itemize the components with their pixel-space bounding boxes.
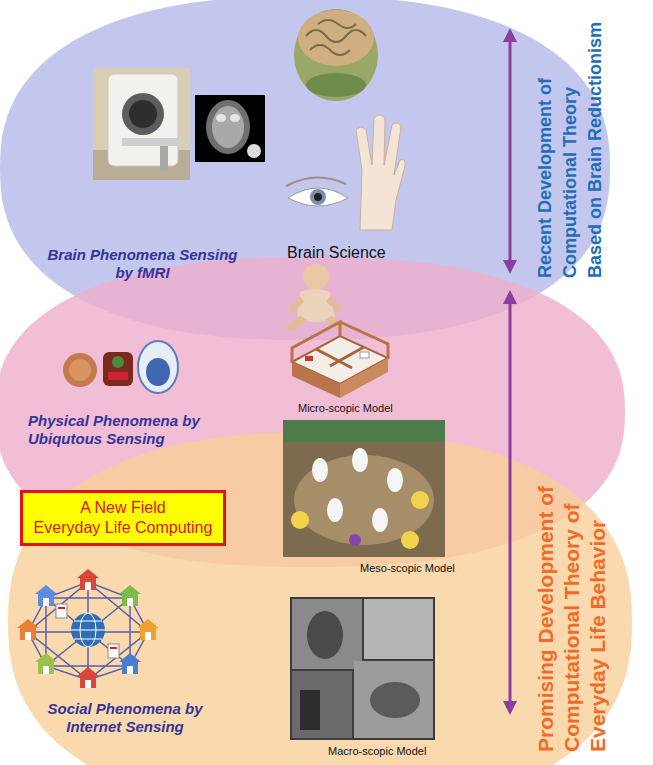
double-arrow: [503, 28, 517, 715]
model-caption: Macro-scopic Model: [328, 745, 426, 758]
highlight-box: A New Field Everyday Life Computing: [20, 490, 226, 546]
sensing-label: Brain Phenomena Sensing by fMRI: [40, 246, 245, 282]
ellipse-fill: [8, 432, 632, 765]
model-caption: Meso-scopic Model: [360, 562, 455, 575]
field-label: Brain Science: [287, 243, 386, 262]
fmri-scanner: [93, 68, 190, 180]
meso-model: [283, 420, 445, 557]
sensing-label: Social Phenomena by Internet Sensing: [30, 700, 220, 736]
internet-network: [17, 569, 159, 688]
brain-scan: [195, 95, 265, 162]
eye-and-hand: [286, 115, 405, 230]
axis-note: Recent Development of Computational Theo…: [533, 3, 608, 278]
model-caption: Micro-scopic Model: [298, 402, 393, 415]
baby: [284, 264, 346, 331]
box-text: A New Field Everyday Life Computing: [26, 498, 220, 538]
sensing-label: Physical Phenomena by Ubiqutous Sensing: [28, 412, 228, 448]
axis-note: Promising Development of Computational T…: [533, 442, 611, 752]
macro-photos: [290, 597, 435, 740]
sensor-devices: [63, 341, 178, 393]
room-model: [292, 322, 388, 398]
brain-model: [294, 9, 378, 101]
